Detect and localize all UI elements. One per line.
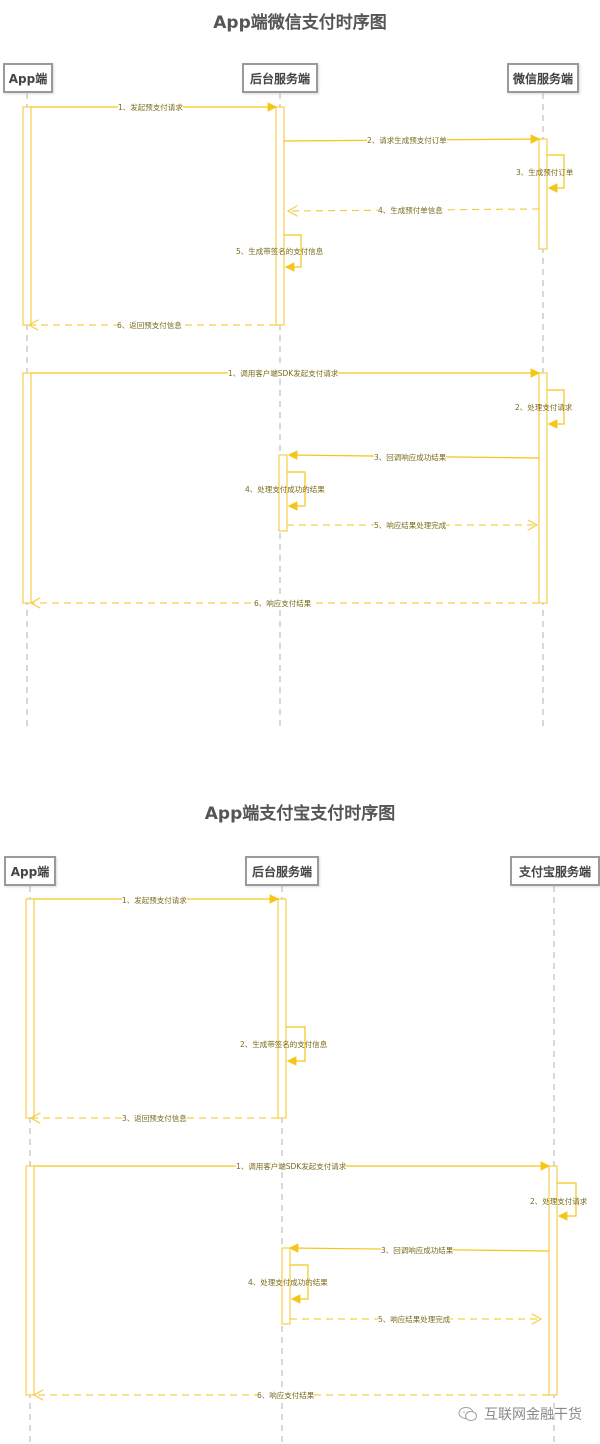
- self-arrow: [557, 1182, 577, 1221]
- activation-backend-1: [275, 106, 285, 326]
- activation-app-2: [22, 372, 32, 604]
- msg-label: 6、响应支付结果: [254, 598, 312, 609]
- msg-label: 1、发起预支付请求: [118, 102, 183, 113]
- watermark: 互联网金融干货: [458, 1404, 582, 1424]
- msg-label: 2、请求生成预支付订单: [367, 135, 447, 146]
- activation-wechat-2: [538, 372, 548, 604]
- activation-backend-2: [278, 454, 288, 532]
- msg-label: 5、响应结果处理完成: [374, 520, 447, 531]
- msg-label: 1、调用客户端SDK发起支付请求: [228, 368, 339, 379]
- watermark-text: 互联网金融干货: [484, 1407, 582, 1423]
- actor-backend: 后台服务端: [242, 63, 318, 93]
- msg-label: 3、生成预付订单: [516, 168, 574, 177]
- msg-label: 6、响应支付结果: [257, 1390, 315, 1401]
- activation-app-1: [22, 106, 32, 326]
- self-arrow: [547, 389, 565, 429]
- activation-backend-2: [281, 1247, 291, 1325]
- self-arrow: [547, 154, 565, 193]
- msg-label: 2、生成带签名的支付信息: [240, 1040, 328, 1049]
- self-arrow: [286, 1026, 306, 1066]
- self-arrow: [290, 1264, 309, 1304]
- msg-label: 4、处理支付成功的结果: [245, 485, 325, 494]
- actor-alipay-server: 支付宝服务端: [510, 856, 600, 886]
- sequence-diagram-wechat: [22, 93, 565, 730]
- msg-label: 4、处理支付成功的结果: [248, 1278, 328, 1287]
- self-arrow: [287, 471, 306, 511]
- msg-label: 2、处理支付请求: [515, 403, 573, 412]
- actor-wechat-server: 微信服务端: [507, 63, 579, 93]
- wechat-icon: [458, 1407, 477, 1421]
- diagram-title-alipay: App端支付宝支付时序图: [204, 804, 396, 824]
- actor-app: App端: [3, 63, 53, 93]
- lifelines: [26, 93, 544, 730]
- msg-label: 1、调用客户端SDK发起支付请求: [236, 1161, 347, 1172]
- msg-label: 2、处理支付请求: [530, 1197, 588, 1206]
- activation-alipay-2: [548, 1165, 558, 1396]
- msg-label: 6、返回预支付信息: [117, 320, 182, 331]
- labels-wechat: 1、发起预支付请求 2、请求生成预支付订单 3、生成预付订单 4、生成预付单信息…: [117, 102, 574, 609]
- msg-label: 3、返回预支付信息: [122, 1113, 187, 1124]
- activation-backend-1: [277, 898, 287, 1119]
- msg-label: 1、发起预支付请求: [122, 895, 187, 906]
- activation-app-2: [25, 1165, 35, 1396]
- actor-app: App端: [4, 856, 56, 886]
- msg-label: 4、生成预付单信息: [378, 205, 443, 216]
- actor-backend: 后台服务端: [245, 856, 319, 886]
- msg-label: 3、回调响应成功结果: [381, 1245, 454, 1256]
- msg-label: 5、生成带签名的支付信息: [236, 247, 324, 256]
- diagram-title-wechat: App端微信支付时序图: [213, 13, 387, 33]
- msg-label: 3、回调响应成功结果: [374, 452, 447, 463]
- activation-wechat-1: [538, 138, 548, 250]
- msg-label: 5、响应结果处理完成: [378, 1314, 451, 1325]
- self-arrow: [284, 234, 302, 272]
